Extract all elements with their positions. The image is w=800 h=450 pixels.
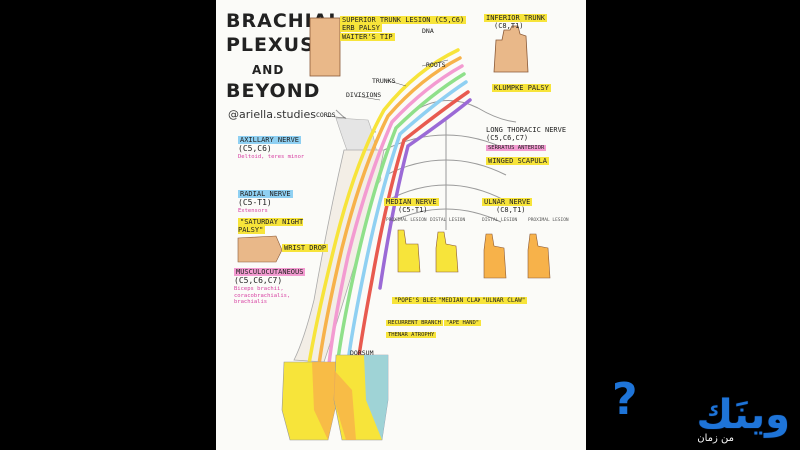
radial-muscle: Extensors bbox=[238, 207, 268, 214]
median-claw-block: "MEDIAN CLAW" bbox=[436, 296, 487, 304]
median-roots: (C5-T1) bbox=[398, 206, 428, 215]
ulnar-proximal-label: PROXIMAL LESION bbox=[528, 218, 569, 223]
klumpke-hand-image bbox=[493, 25, 529, 73]
radial-heading: RADIAL NERVE bbox=[238, 190, 293, 198]
title-line-4: BEYOND bbox=[226, 80, 321, 102]
radial-roots: (C5-T1) bbox=[238, 198, 272, 208]
poster-sheet: BRACHIAL PLEXUS AND BEYOND @ariella.stud… bbox=[216, 0, 586, 450]
axillary-block: AXILLARY NERVE (C5,C6) Deltoid, teres mi… bbox=[238, 136, 304, 161]
ape-hand-label: "APE HAND" bbox=[444, 320, 482, 326]
musculocutaneous-heading: MUSCULOCUTANEOUS bbox=[234, 268, 306, 276]
klumpke-block: KLUMPKE PALSY bbox=[492, 84, 551, 92]
median-heading: MEDIAN NERVE bbox=[384, 198, 439, 206]
median-claw-label: "MEDIAN CLAW" bbox=[436, 297, 487, 304]
klumpke-palsy-label: KLUMPKE PALSY bbox=[492, 84, 551, 92]
popes-blessing-label: "POPE'S BLESSING" bbox=[392, 297, 458, 304]
superior-trunk-heading: SUPERIOR TRUNK LESION (C5,C6) bbox=[340, 16, 467, 24]
title-line-3: AND bbox=[252, 63, 285, 77]
erb-palsy-label: ERB PALSY bbox=[340, 24, 382, 33]
ulnar-heading: ULNAR NERVE bbox=[482, 198, 533, 206]
recurrent-branch-label: RECURRENT BRANCH bbox=[386, 320, 443, 326]
musculocutaneous-muscle: Biceps brachii, coracobrachialis, brachi… bbox=[234, 285, 291, 306]
inferior-trunk-block: INFERIOR TRUNK (C8,T1) bbox=[484, 14, 548, 31]
wrist-drop-label: WRIST DROP bbox=[282, 244, 329, 252]
axillary-roots: (C5,C6) bbox=[238, 144, 272, 154]
ulnar-roots: (C8,T1) bbox=[496, 206, 526, 215]
axillary-muscle: Deltoid, teres minor bbox=[238, 153, 305, 160]
label-dorsum: DORSUM bbox=[350, 349, 374, 357]
inferior-trunk-heading: INFERIOR TRUNK bbox=[484, 14, 548, 22]
ulnar-block: ULNAR NERVE (C8,T1) bbox=[482, 198, 533, 215]
musculocutaneous-roots: (C5,C6,C7) bbox=[234, 276, 283, 286]
watermark-subtitle: من زمان bbox=[697, 433, 734, 444]
author-handle: @ariella.studies bbox=[228, 108, 316, 121]
question-mark-icon: ? bbox=[612, 374, 638, 425]
long-thoracic-roots: (C5,C6,C7) bbox=[486, 134, 529, 143]
saturday-night-block: "SATURDAY NIGHT PALSY" bbox=[238, 218, 312, 235]
serratus-label: SERRATUS ANTERIOR bbox=[486, 144, 547, 151]
label-divisions: DIVISIONS bbox=[346, 91, 382, 99]
label-trunks: TRUNKS bbox=[372, 77, 396, 85]
ulnar-claw-label: "ULNAR CLAW" bbox=[480, 297, 528, 304]
inferior-trunk-roots: (C8,T1) bbox=[494, 22, 524, 31]
superior-trunk-block: SUPERIOR TRUNK LESION (C5,C6) ERB PALSY … bbox=[340, 16, 467, 41]
popes-blessing-block: "POPE'S BLESSING" bbox=[392, 296, 458, 304]
wrist-drop-block: WRIST DROP bbox=[282, 244, 329, 252]
ulnar-claw-block: "ULNAR CLAW" bbox=[480, 296, 528, 304]
radial-block: RADIAL NERVE (C5-T1) Extensors bbox=[238, 190, 293, 215]
waiters-tip-label: WAITER'S TIP bbox=[340, 32, 395, 41]
axillary-heading: AXILLARY NERVE bbox=[238, 136, 302, 144]
arm-illustration-icon bbox=[237, 17, 551, 441]
median-block: MEDIAN NERVE (C5-T1) bbox=[384, 198, 439, 215]
recurrent-branch-block: RECURRENT BRANCH bbox=[386, 318, 443, 327]
long-thoracic-block: LONG THORACIC NERVE (C5,C6,C7) SERRATUS … bbox=[486, 126, 566, 166]
median-distal-label: DISTAL LESION bbox=[430, 218, 466, 223]
ape-hand-block: "APE HAND" bbox=[444, 318, 482, 327]
winged-scapula-label: WINGED SCAPULA bbox=[486, 157, 550, 166]
label-cords: CORDS bbox=[316, 111, 336, 119]
long-thoracic-heading: LONG THORACIC NERVE bbox=[486, 126, 567, 134]
musculocutaneous-block: MUSCULOCUTANEOUS (C5,C6,C7) Biceps brach… bbox=[234, 268, 324, 306]
median-proximal-label: PROXIMAL LESION bbox=[386, 218, 427, 223]
label-roots: ROOTS bbox=[426, 61, 446, 69]
watermark-brand: وينَك bbox=[696, 392, 790, 438]
ulnar-distal-label: DISTAL LESION bbox=[482, 218, 518, 223]
waiters-tip-image bbox=[309, 17, 341, 77]
saturday-night-palsy: "SATURDAY NIGHT PALSY" bbox=[238, 218, 304, 235]
label-dna: DNA bbox=[422, 27, 434, 35]
thenar-atrophy-label: THENAR ATROPHY bbox=[386, 332, 437, 338]
thenar-block: THENAR ATROPHY bbox=[386, 330, 437, 339]
title-line-2: PLEXUS bbox=[226, 34, 315, 56]
